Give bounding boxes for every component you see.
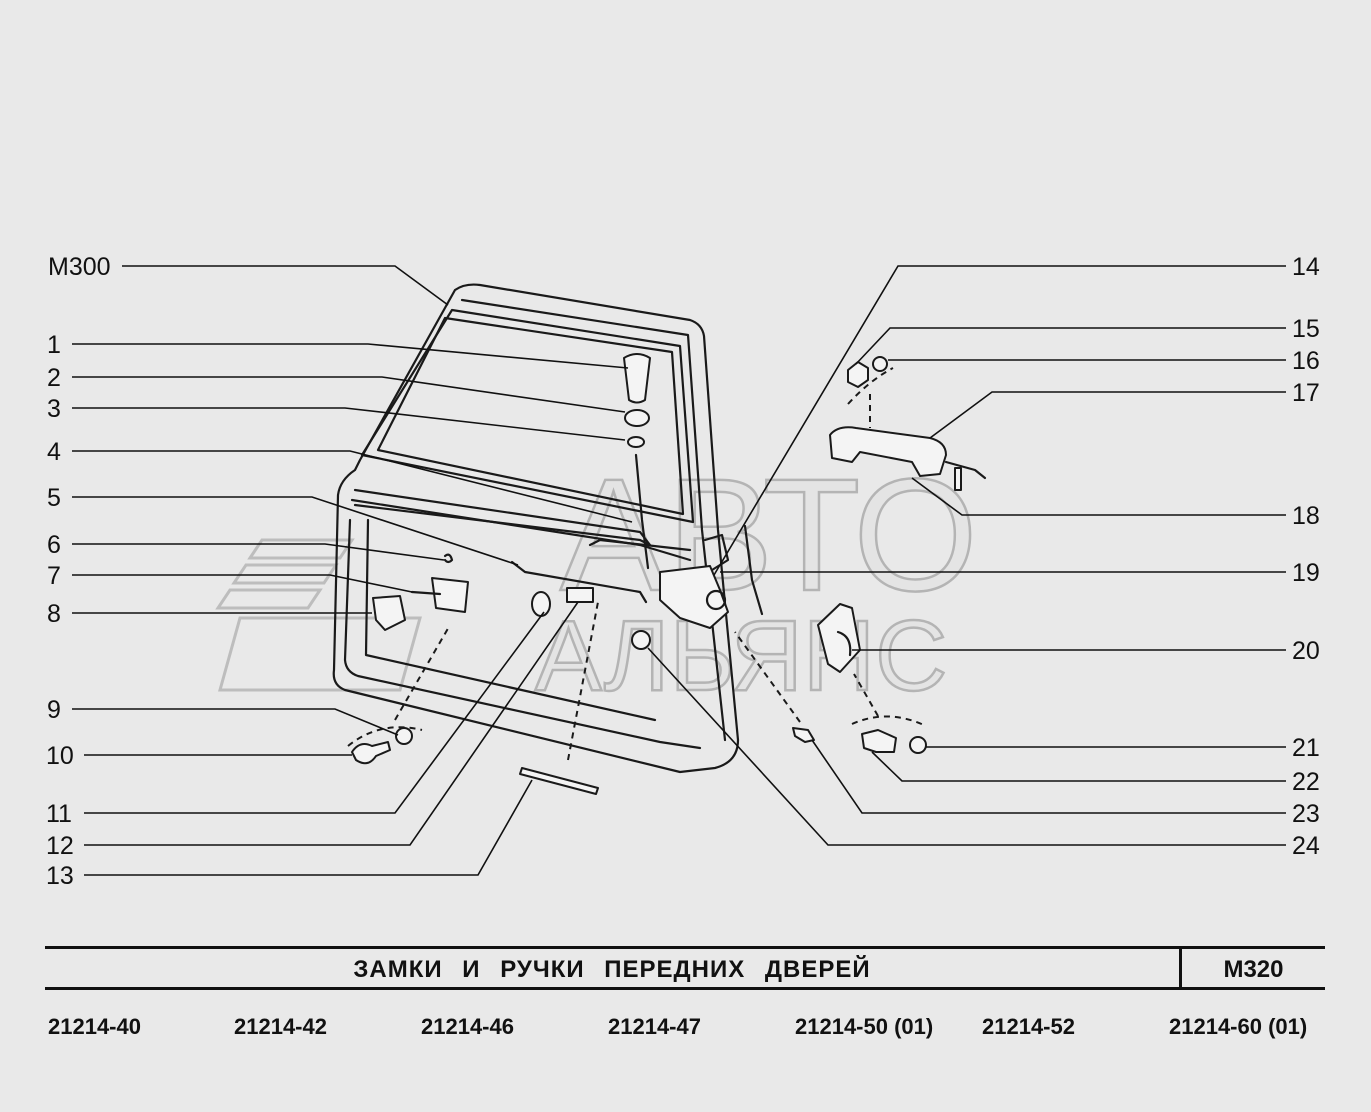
plug [631, 630, 651, 650]
model-item: 21214-50 (01) [795, 1014, 934, 1039]
callout-23: 23 [1292, 800, 1320, 828]
callout-17: 17 [1292, 379, 1320, 407]
model-item: 21214-60 (01) [1169, 1014, 1308, 1039]
watermark-logo: АВТО АЛЬЯНС [215, 444, 979, 713]
callout-18: 18 [1292, 502, 1320, 530]
inner-handle [431, 577, 469, 613]
retainer-clip [531, 591, 551, 617]
callout-24: 24 [1292, 832, 1320, 860]
callout-16: 16 [1292, 347, 1320, 375]
screw [351, 741, 391, 765]
callout-labels: M300 1 2 3 4 5 6 7 8 9 10 11 12 13 14 15… [46, 253, 1320, 890]
outer-handle [829, 426, 947, 477]
model-list: 21214-40 21214-42 21214-46 21214-47 2121… [45, 1014, 1325, 1044]
outer-rod [743, 524, 764, 616]
callout-m300: M300 [48, 253, 111, 281]
washer [627, 436, 645, 448]
callout-3: 3 [47, 395, 61, 423]
model-item: 21214-40 [48, 1014, 141, 1039]
door-locks-diagram: АВТО АЛЬЯНС [46, 253, 1320, 890]
callout-8: 8 [47, 600, 61, 628]
grommet [624, 409, 650, 427]
callout-6: 6 [47, 531, 61, 559]
actuator-pad [566, 587, 594, 603]
callout-7: 7 [47, 562, 61, 590]
handle-nut [847, 361, 869, 388]
model-item: 21214-52 [982, 1014, 1075, 1039]
callout-4: 4 [47, 438, 61, 466]
callout-19: 19 [1292, 559, 1320, 587]
title-bar: ЗАМКИ И РУЧКИ ПЕРЕДНИХ ДВЕРЕЙ M320 [45, 946, 1325, 990]
inner-handle-rod [510, 560, 648, 604]
lock-washer [909, 736, 927, 754]
callout-15: 15 [1292, 315, 1320, 343]
callout-13: 13 [46, 862, 74, 890]
rod-clip [443, 553, 454, 564]
title-divider [1179, 949, 1182, 990]
model-item: 21214-42 [234, 1014, 327, 1039]
callout-21: 21 [1292, 734, 1320, 762]
lock-rod [634, 453, 650, 570]
callout-22: 22 [1292, 768, 1320, 796]
callout-11: 11 [46, 800, 72, 828]
lock-screw [792, 727, 815, 743]
callout-5: 5 [47, 484, 61, 512]
callout-12: 12 [46, 832, 74, 860]
callout-20: 20 [1292, 637, 1320, 665]
parts-group [347, 353, 987, 795]
callout-10: 10 [46, 742, 74, 770]
handle-escutcheon [372, 595, 406, 631]
watermark-line1: АВТО [560, 445, 978, 624]
watermark-stripes-icon [215, 538, 422, 692]
striker-bolt [861, 729, 897, 753]
spring-washer [872, 356, 888, 372]
callout-1: 1 [47, 331, 61, 359]
model-item: 21214-46 [421, 1014, 514, 1039]
callout-2: 2 [47, 364, 61, 392]
seal-strip [519, 767, 599, 795]
callout-14: 14 [1292, 253, 1320, 281]
nut [395, 727, 413, 745]
watermark-line2: АЛЬЯНС [535, 600, 947, 712]
leader-lines [72, 265, 1286, 876]
lock-knob [623, 353, 651, 404]
section-code: M320 [1223, 956, 1284, 983]
page-title: ЗАМКИ И РУЧКИ ПЕРЕДНИХ ДВЕРЕЙ [353, 956, 871, 983]
model-item: 21214-47 [608, 1014, 701, 1039]
door-panel [332, 283, 740, 774]
callout-9: 9 [47, 696, 61, 724]
